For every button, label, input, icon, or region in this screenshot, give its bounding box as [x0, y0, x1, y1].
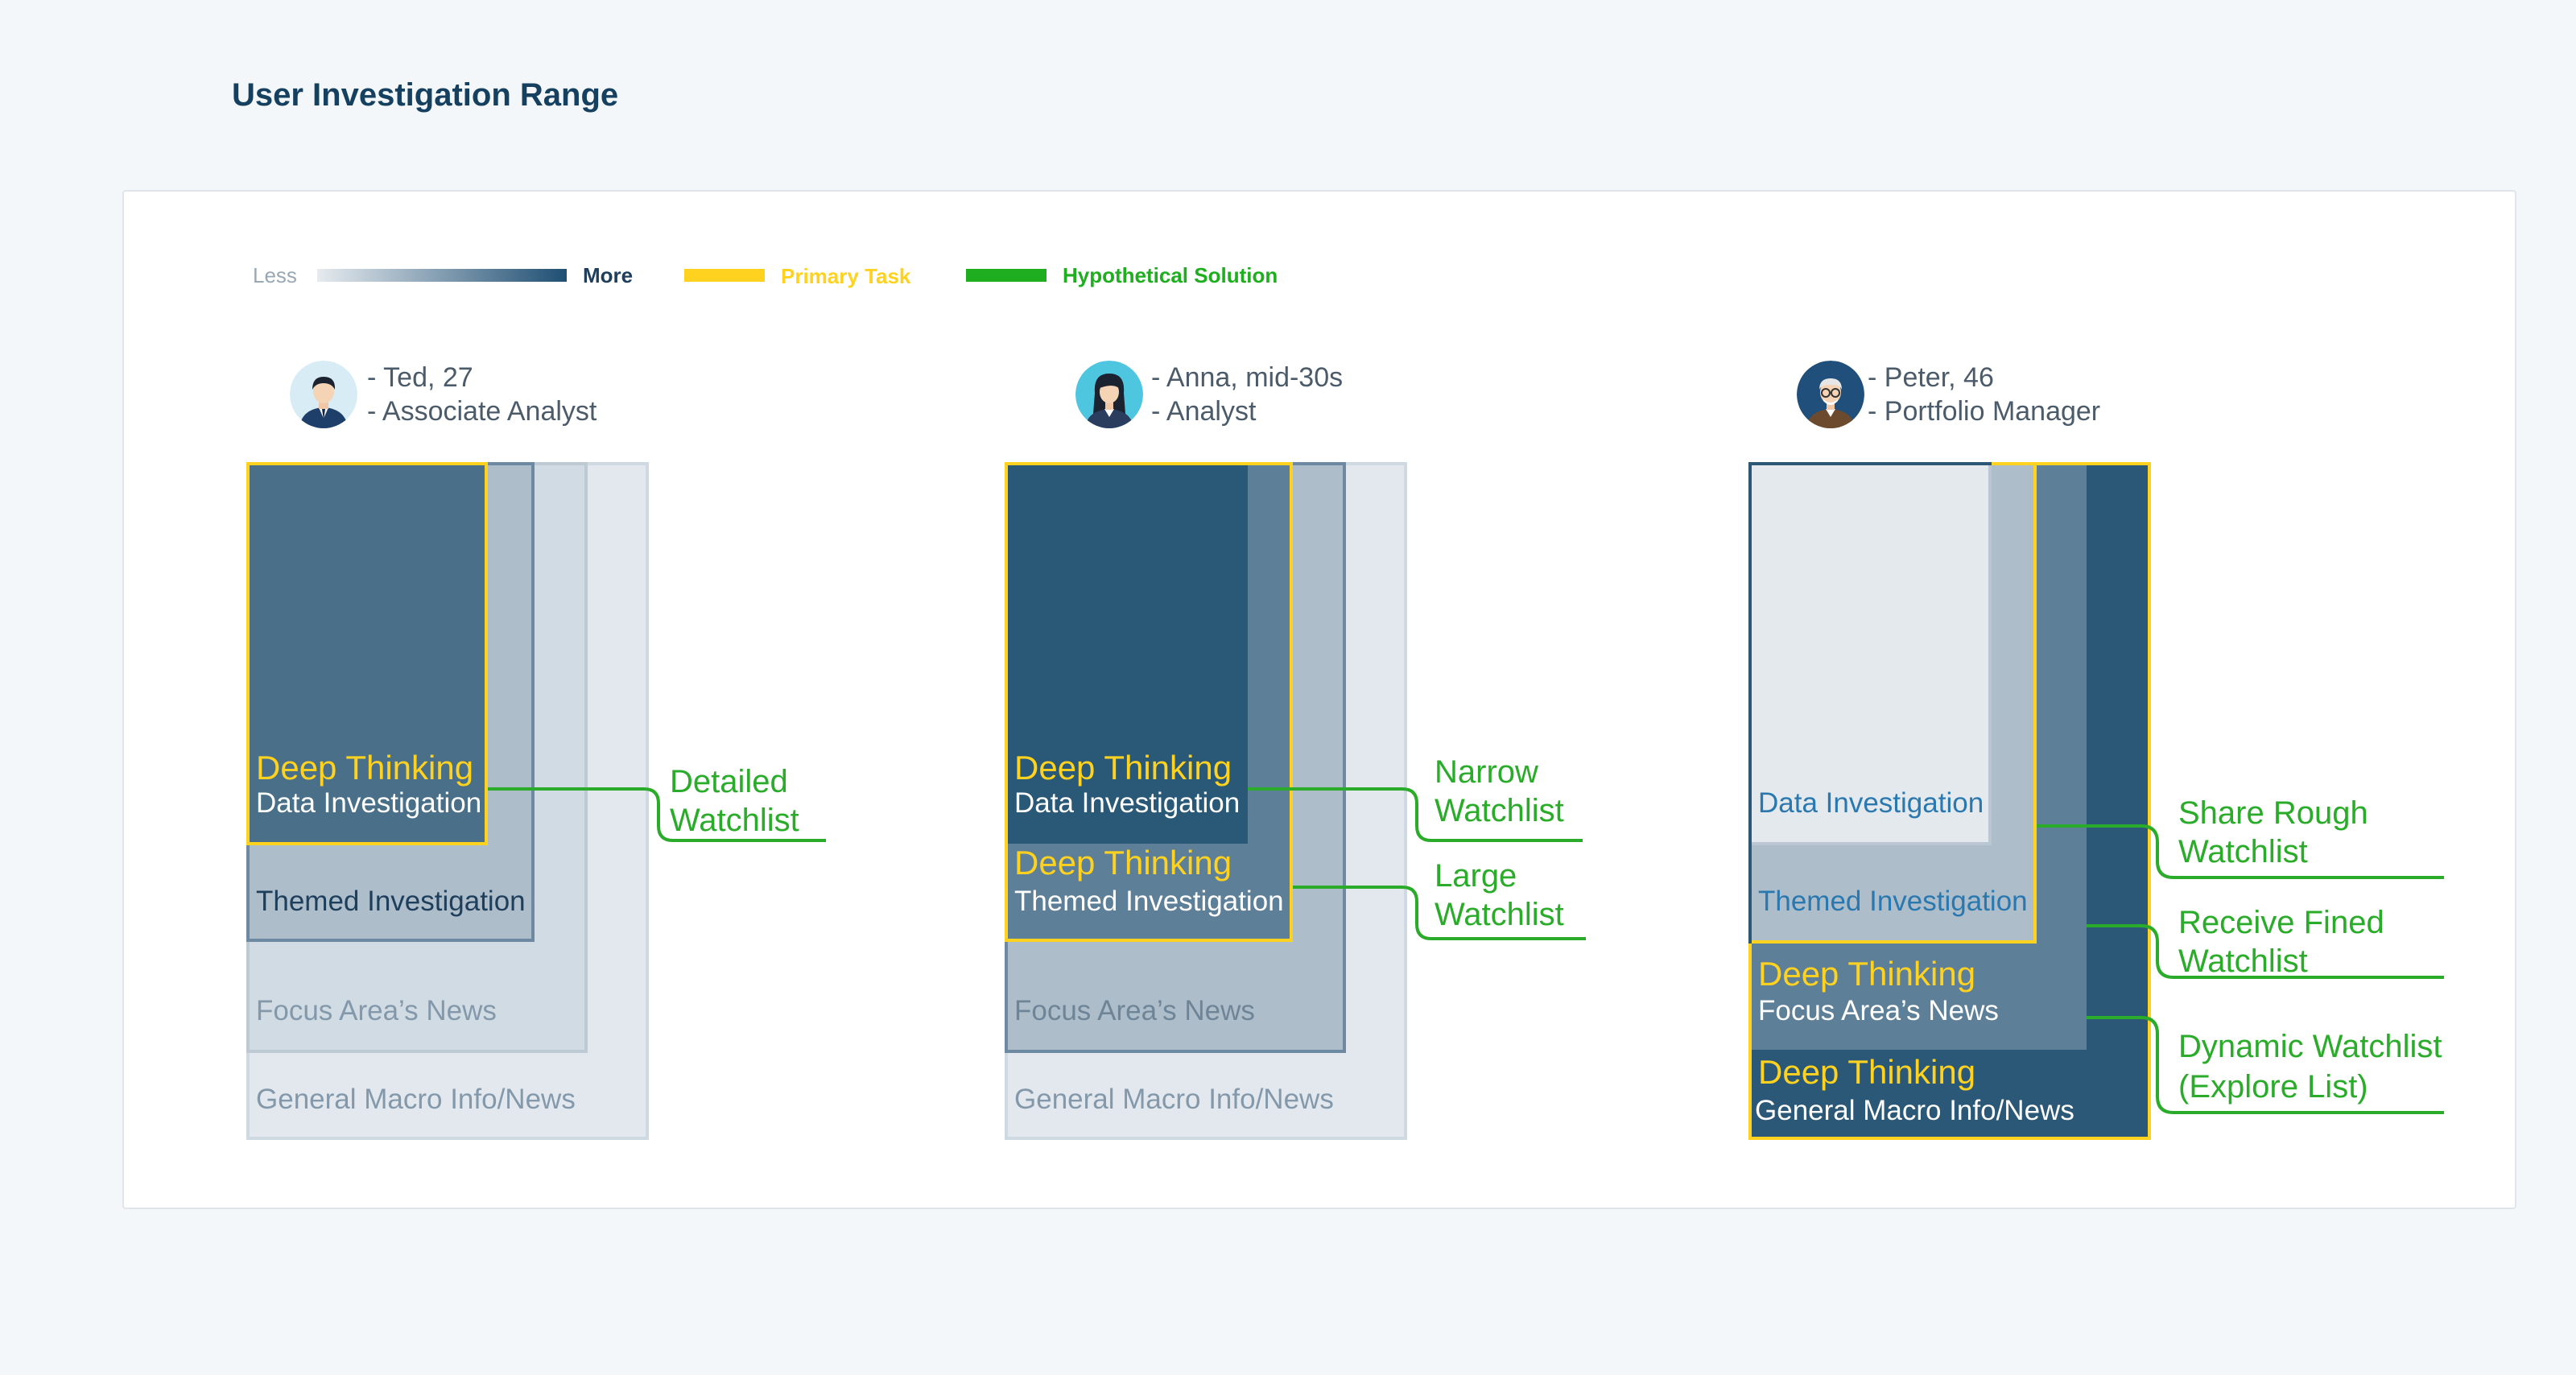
ted-deep-thinking-label: Deep Thinking [256, 749, 474, 787]
peter-solution-3-line2: (Explore List) [2178, 1069, 2368, 1105]
peter-solution-1-line1: Share Rough [2178, 795, 2368, 831]
peter-left-edge [1748, 462, 1752, 944]
anna-data-box [1008, 465, 1248, 844]
anna-macro-news-label: General Macro Info/News [1014, 1084, 1334, 1115]
ted-solution-1-line2: Watchlist [670, 803, 799, 838]
ted-focus-news-label: Focus Area’s News [256, 995, 497, 1026]
peter-data-box [1748, 462, 1992, 845]
peter-solution-2-line2: Watchlist [2178, 944, 2308, 979]
legend-primary-label: Primary Task [781, 264, 911, 288]
ted-data-investigation-label: Data Investigation [256, 787, 482, 819]
page-title: User Investigation Range [232, 77, 619, 113]
ted-solution-1-line1: Detailed [670, 764, 788, 799]
persona-ted-name: - Ted, 27 [367, 362, 473, 393]
peter-solution-3-line1: Dynamic Watchlist [2178, 1029, 2442, 1064]
male-analyst-avatar-icon [290, 361, 357, 428]
anna-focus-news-label: Focus Area’s News [1014, 995, 1255, 1026]
ted-themed-investigation-label: Themed Investigation [256, 886, 526, 917]
persona-peter-name: - Peter, 46 [1868, 362, 1994, 393]
anna-solution-2-line2: Watchlist [1435, 897, 1564, 932]
peter-macro-news-label: General Macro Info/News [1755, 1095, 2074, 1126]
peter-top-edge [1748, 462, 1992, 465]
legend-primary-swatch [684, 269, 765, 282]
ted-data-box-primary [246, 462, 488, 845]
anna-solution-1-line2: Watchlist [1435, 793, 1564, 828]
peter-deep-thinking-label-2: Deep Thinking [1758, 1053, 1976, 1091]
peter-solution-1-line2: Watchlist [2178, 834, 2308, 869]
anna-solution-1-line1: Narrow [1435, 754, 1538, 790]
anna-deep-thinking-label-1: Deep Thinking [1014, 749, 1232, 787]
peter-themed-investigation-label: Themed Investigation [1758, 886, 2028, 917]
legend-hypothetical-label: Hypothetical Solution [1063, 263, 1278, 287]
anna-deep-thinking-label-2: Deep Thinking [1014, 844, 1232, 882]
persona-ted-role: - Associate Analyst [367, 396, 597, 427]
peter-solution-2-line1: Receive Fined [2178, 905, 2384, 940]
anna-themed-investigation-label: Themed Investigation [1014, 886, 1284, 917]
persona-anna-role: - Analyst [1151, 396, 1257, 427]
legend-hypothetical-swatch [966, 269, 1046, 282]
anna-data-investigation-label: Data Investigation [1014, 787, 1241, 819]
legend-less-label: Less [253, 263, 297, 287]
female-analyst-avatar-icon [1075, 361, 1143, 428]
peter-deep-thinking-label-1: Deep Thinking [1758, 955, 1976, 993]
anna-solution-2-line1: Large [1435, 858, 1517, 894]
elderly-manager-avatar-icon [1797, 361, 1864, 428]
legend-more-label: More [583, 263, 634, 287]
peter-focus-news-label: Focus Area’s News [1758, 995, 1999, 1026]
persona-peter-role: - Portfolio Manager [1868, 396, 2101, 427]
ted-macro-news-label: General Macro Info/News [256, 1084, 576, 1115]
peter-data-investigation-label: Data Investigation [1758, 787, 1984, 819]
legend-intensity-gradient [317, 269, 567, 282]
persona-anna-name: - Anna, mid-30s [1151, 362, 1344, 393]
